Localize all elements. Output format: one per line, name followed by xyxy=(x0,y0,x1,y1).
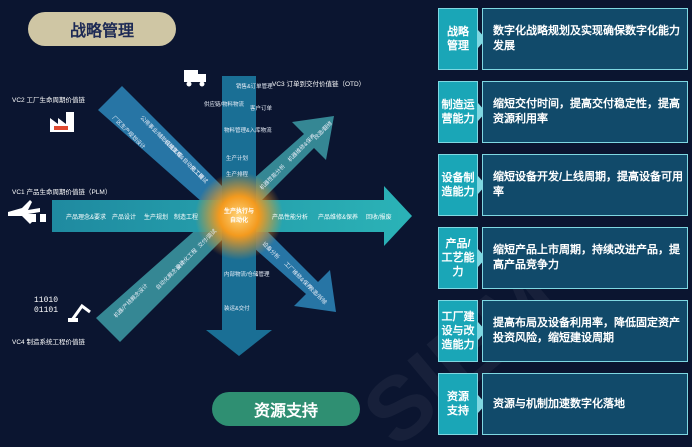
h-stage-3: 生产规划 xyxy=(144,213,168,221)
v-stage-1: 销售&订单管理 xyxy=(236,82,273,90)
capability-description: 数字化战略规划及实现确保数字化能力发展 xyxy=(482,8,688,70)
capability-row: 战略 管理 数字化战略规划及实现确保数字化能力发展 xyxy=(438,8,688,70)
capability-description: 资源与机制加速数字化落地 xyxy=(482,373,688,435)
capability-row: 工厂建 设与改 造能力 提高布局及设备利用率，降低固定资产投资风险，缩短建设周期 xyxy=(438,300,688,362)
h-stage-2: 产品设计 xyxy=(112,213,136,221)
binary-code-text: 11010 01101 xyxy=(34,296,59,315)
capability-row: 设备制 造能力 缩短设备开发/上线周期，提高设备可用率 xyxy=(438,154,688,216)
capability-row: 制造运 营能力 缩短交付时间，提高交付稳定性，提高资源利用率 xyxy=(438,81,688,143)
v-stage-7: 内部物流/仓储管理 xyxy=(224,270,270,278)
capability-tag: 工厂建 设与改 造能力 xyxy=(438,300,478,362)
vc4-label: VC4 制造系统工程价值链 xyxy=(12,339,85,346)
capability-panel: 战略 管理 数字化战略规划及实现确保数字化能力发展 制造运 营能力 缩短交付时间… xyxy=(438,8,690,440)
capability-description: 提高布局及设备利用率，降低固定资产投资风险，缩短建设周期 xyxy=(482,300,688,362)
plane-cargo-icon xyxy=(8,200,46,224)
v-stage-4: 物料管理&入库物流 xyxy=(224,126,272,134)
v-stage-3: 供应链/物料物流 xyxy=(204,100,245,108)
v-stage-8: 装运&交付 xyxy=(224,304,250,312)
capability-description: 缩短产品上市周期，持续改进产品，提高产品竞争力 xyxy=(482,227,688,289)
capability-row: 资源 支持 资源与机制加速数字化落地 xyxy=(438,373,688,435)
center-glow xyxy=(195,172,283,260)
resource-support-pill: 资源支持 xyxy=(212,392,360,426)
center-label-1: 生产执行与 xyxy=(224,207,254,215)
capability-tag: 制造运 营能力 xyxy=(438,81,478,143)
capability-tag: 产品/ 工艺能 力 xyxy=(438,227,478,289)
v-stage-2: 客户订单 xyxy=(250,104,273,112)
capability-row: 产品/ 工艺能 力 缩短产品上市周期，持续改进产品，提高产品竞争力 xyxy=(438,227,688,289)
capability-description: 缩短设备开发/上线周期，提高设备可用率 xyxy=(482,154,688,216)
capability-tag: 资源 支持 xyxy=(438,373,478,435)
center-label-2: 自动化 xyxy=(230,216,248,224)
truck-icon xyxy=(184,70,206,87)
capability-tag: 战略 管理 xyxy=(438,8,478,70)
vc1-label: VC1 产品生命周期价值链（PLM） xyxy=(12,189,112,196)
capability-description: 缩短交付时间，提高交付稳定性，提高资源利用率 xyxy=(482,81,688,143)
v-stage-5: 生产计划 xyxy=(226,154,248,162)
capability-tag: 设备制 造能力 xyxy=(438,154,478,216)
h-stage-6: 产品维修&保养 xyxy=(318,213,358,221)
robot-arm-icon xyxy=(68,303,91,322)
h-stage-1: 产品理念&要求 xyxy=(66,213,106,221)
h-stage-4: 制造工程 xyxy=(174,213,198,221)
v-stage-6: 生产排程 xyxy=(226,170,249,178)
h-stage-7: 回收/报废 xyxy=(366,213,392,221)
strategy-management-pill: 战略管理 xyxy=(28,12,176,46)
factory-icon xyxy=(50,112,74,132)
h-stage-5: 产品性能分析 xyxy=(272,213,308,221)
vc2-label: VC2 工厂生命周期价值链 xyxy=(12,97,85,104)
vc3-label: VC3 订单到交付价值链（OTD） xyxy=(272,81,366,88)
